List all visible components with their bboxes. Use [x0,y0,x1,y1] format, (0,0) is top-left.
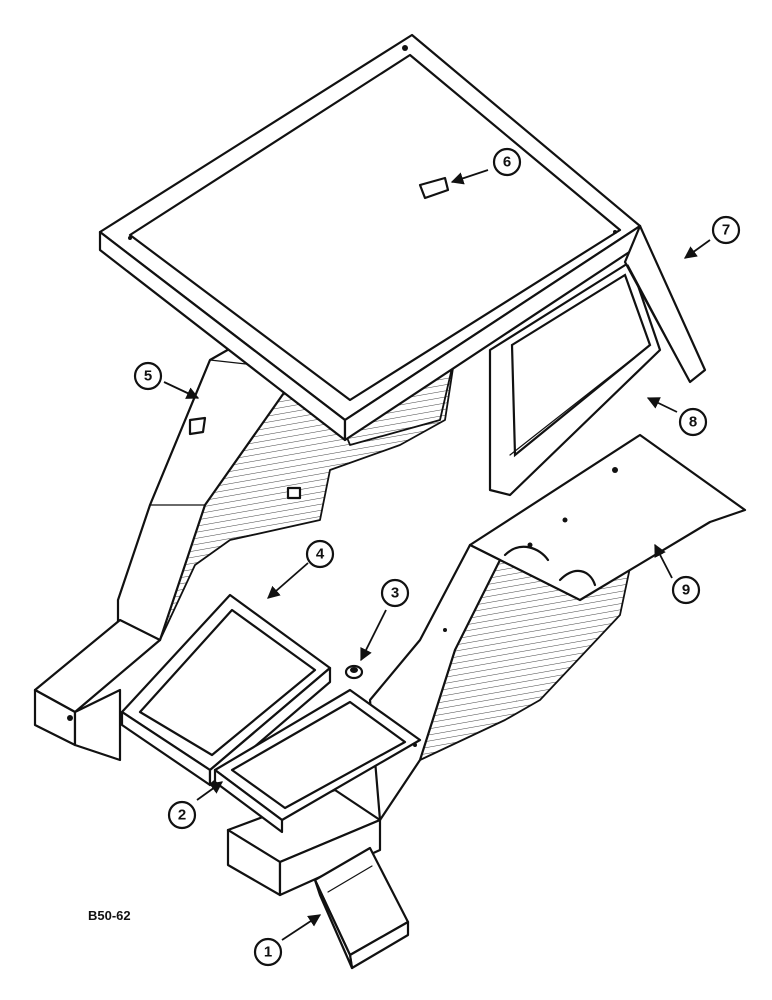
callout-8[interactable]: 8 [678,407,708,437]
callout-6[interactable]: 6 [492,147,522,177]
callout-9-label: 9 [682,582,690,599]
callout-1-label: 1 [264,944,272,961]
callout-9[interactable]: 9 [671,575,701,605]
battery-tray-part-4 [120,593,332,787]
cab-roof-frame [98,33,642,446]
right-side-window [488,224,707,497]
callout-leaders [163,169,711,941]
callout-2[interactable]: 2 [167,800,197,830]
callout-8-label: 8 [689,414,697,431]
callout-6-label: 6 [503,154,511,171]
callout-7-label: 7 [722,222,730,239]
callout-4[interactable]: 4 [305,539,335,569]
step-part-1 [313,846,410,970]
tray-part-2 [213,688,422,834]
small-plate-part-6 [418,176,450,200]
callout-7[interactable]: 7 [711,215,741,245]
callout-1[interactable]: 1 [253,937,283,967]
callout-4-label: 4 [316,546,325,563]
grommet-part-3 [344,664,364,680]
callout-2-label: 2 [178,807,186,824]
callout-3[interactable]: 3 [380,578,410,608]
figure-id: B50-62 [88,908,131,923]
callout-5[interactable]: 5 [133,361,163,391]
callout-5-label: 5 [144,368,152,385]
callout-3-label: 3 [391,585,399,602]
